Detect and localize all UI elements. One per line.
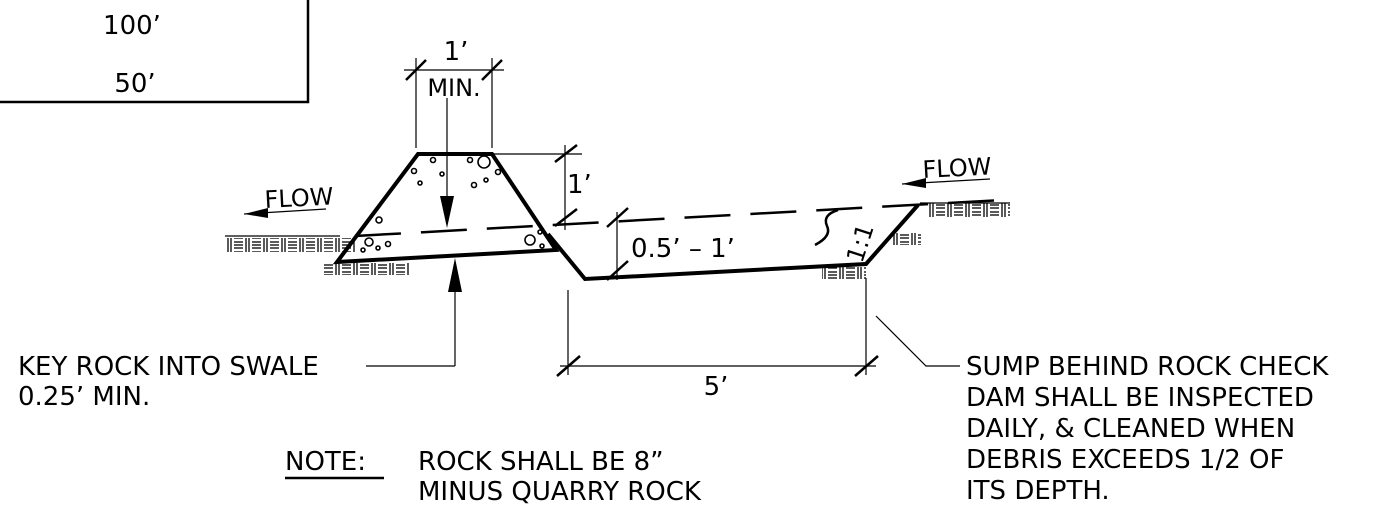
rock-dam-body [332,152,560,265]
top-width-value: 1’ [444,37,469,67]
sump-callout-line: ITS DEPTH. [966,476,1110,506]
side-slope-label: 1:1 [841,220,880,265]
top-width-dimension [404,58,504,148]
sump-callout-line: SUMP BEHIND ROCK CHECK [966,352,1329,382]
note-line-1: ROCK SHALL BE 8” [418,447,664,477]
note-label: NOTE: [285,447,366,477]
slope-symbol [814,208,839,247]
key-depth-arrows [440,98,462,366]
sump-callout-line: DEBRIS EXCEEDS 1/2 OF [966,445,1284,475]
dam-height-label: 1’ [567,170,592,200]
swale-profile [546,203,920,282]
flow-label-right: FLOW [922,152,992,184]
overflow-depth-dimension [606,207,629,281]
sump-callout-line: DAM SHALL BE INSPECTED [966,383,1314,413]
flow-arrow-right [901,178,991,188]
key-rock-callout-line1: KEY ROCK INTO SWALE [18,352,319,382]
sump-callout-line: DAILY, & CLEANED WHEN [966,414,1295,444]
top-width-note: MIN. [427,74,480,102]
rock-aggregate [360,155,545,253]
sump-leader [875,315,960,367]
flow-label-left: FLOW [264,182,334,214]
ground-hatch-left [225,238,410,275]
dam-height-dimension [492,144,582,230]
sump-length-label: 5’ [704,372,729,402]
note-line-2: MINUS QUARRY ROCK [418,477,702,507]
key-rock-callout-line2: 0.25’ MIN. [18,382,150,412]
sump-length-dimension [556,278,879,377]
ground-hatch-right [822,203,1010,279]
overflow-line [354,198,1003,238]
flow-arrow-left [243,208,327,218]
table-row-2: 50’ [114,69,155,99]
overflow-depth-label: 0.5’ – 1’ [631,234,735,264]
table-row-1: 100’ [103,11,161,41]
table-fragment: 100’ 50’ [0,0,310,104]
